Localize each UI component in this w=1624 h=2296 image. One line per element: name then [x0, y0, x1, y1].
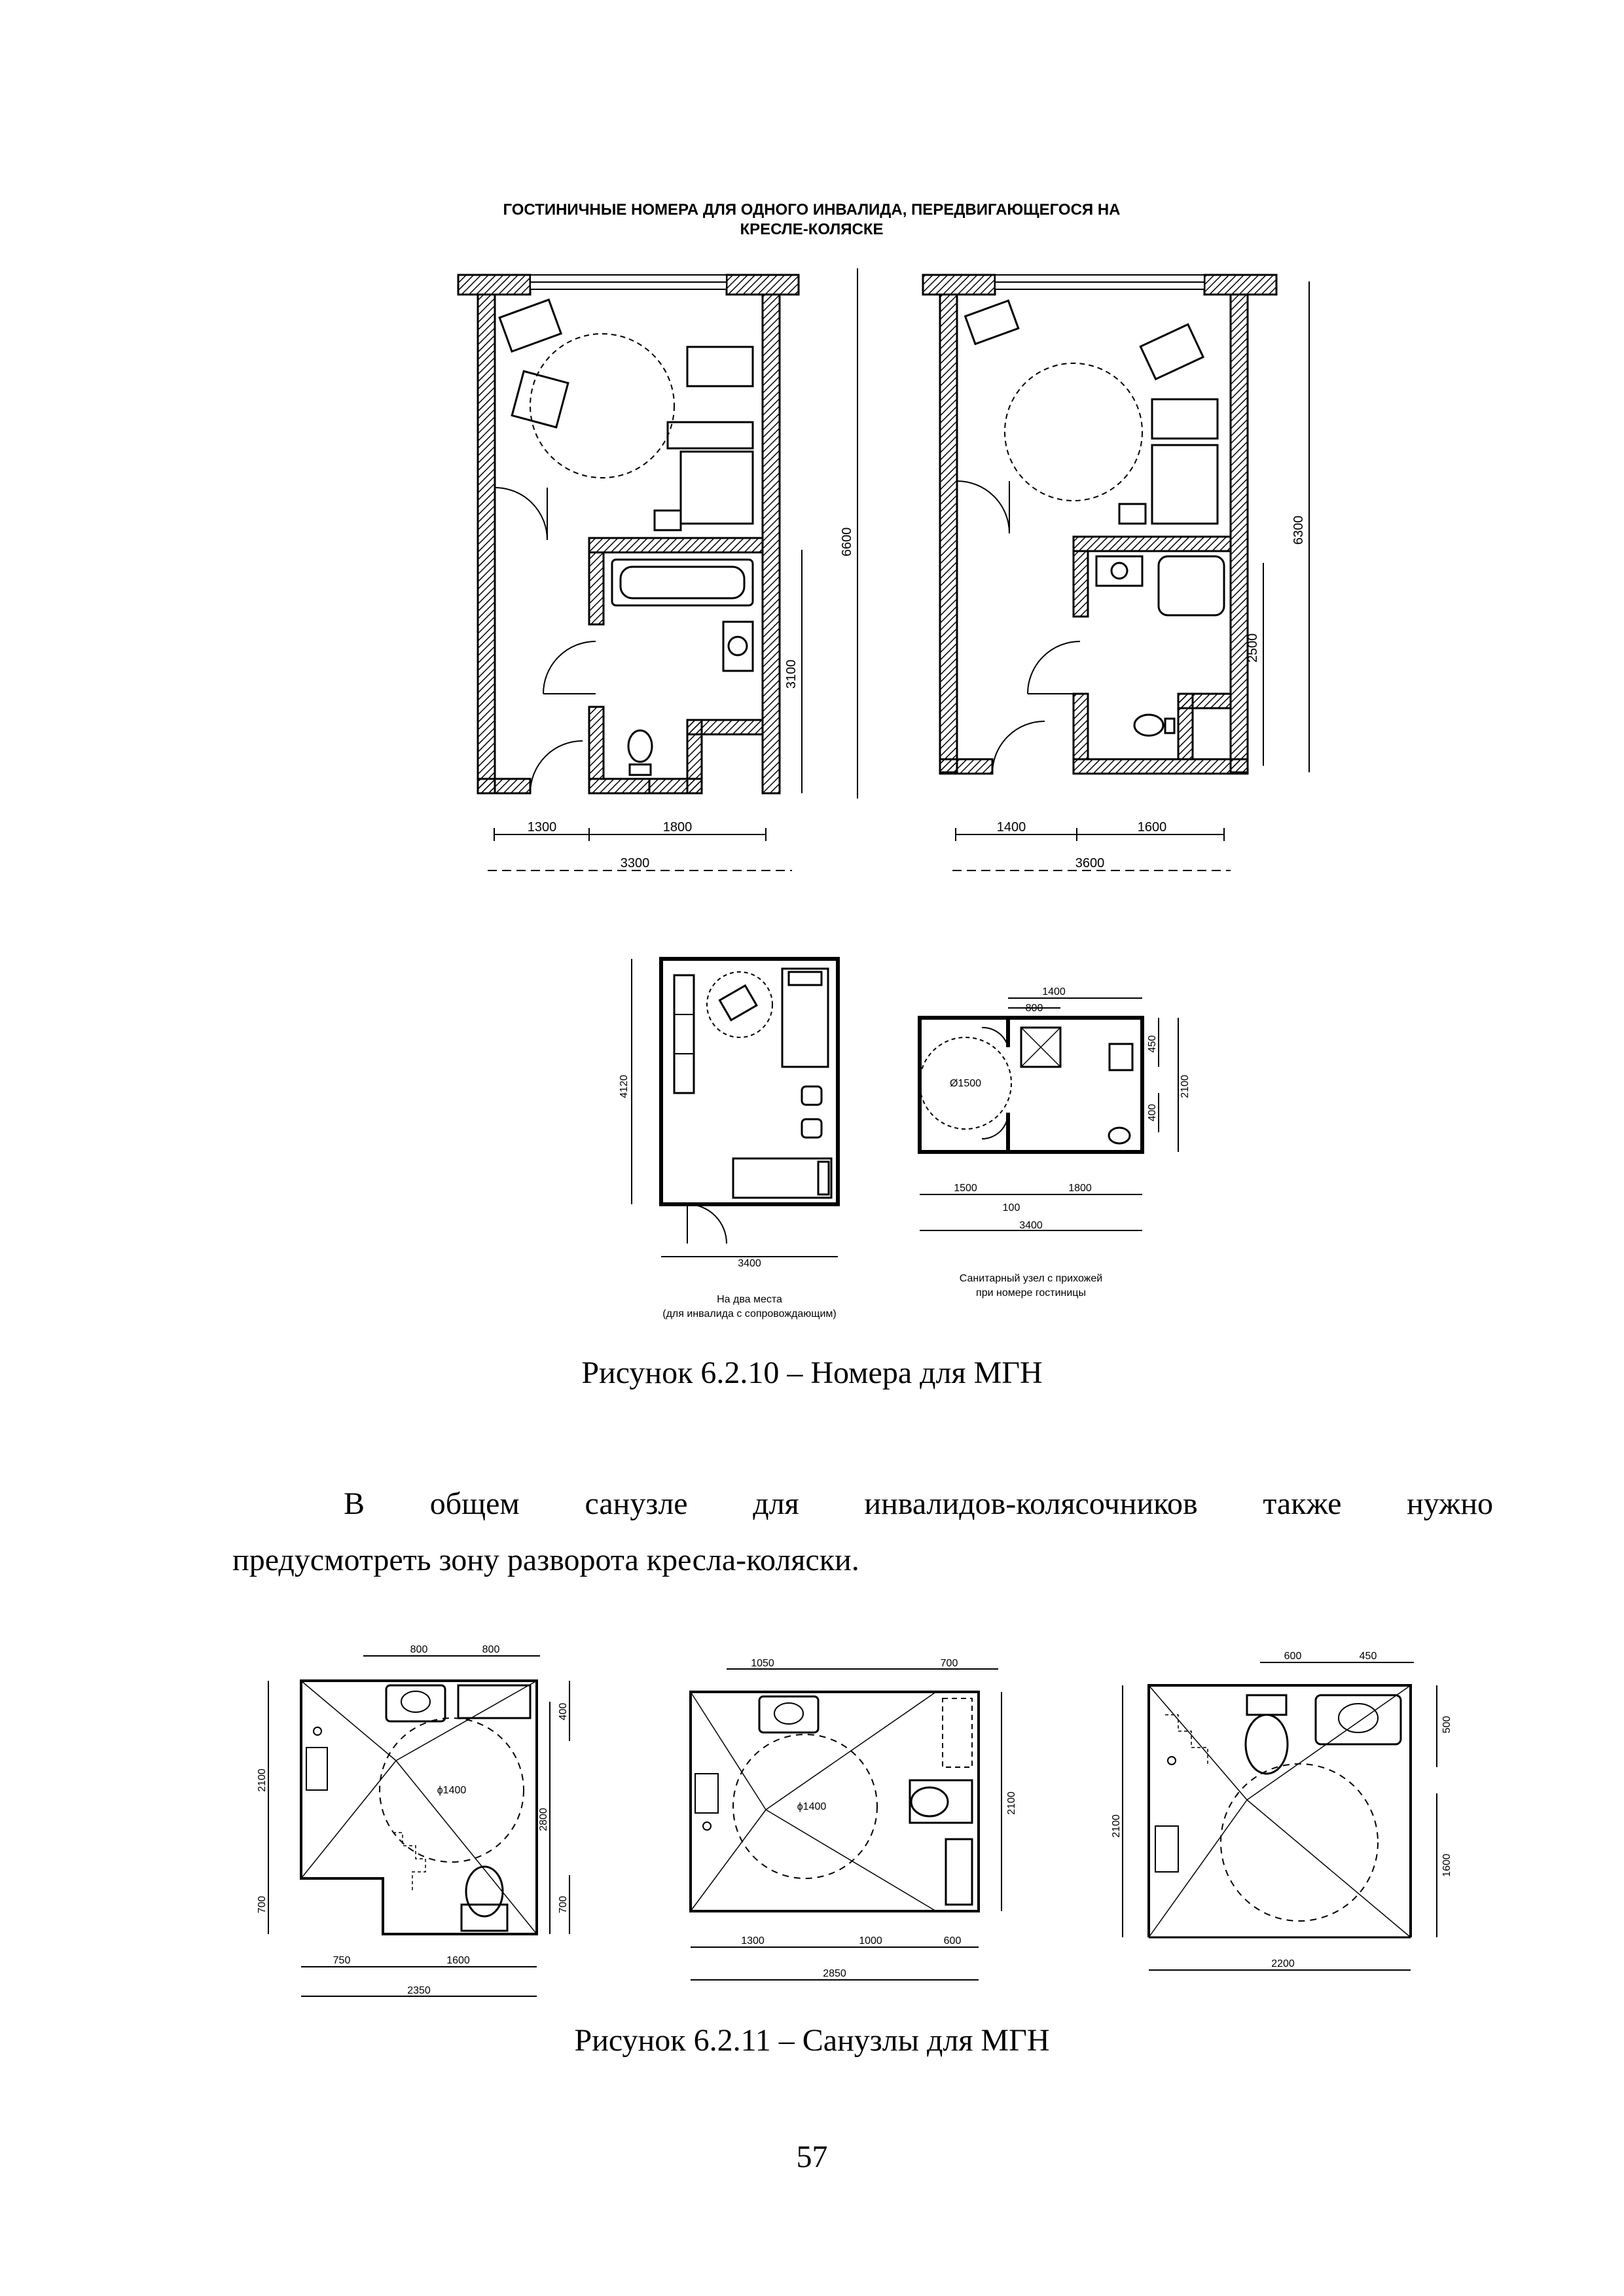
plan-a-dim-right: 1800: [663, 820, 693, 834]
restroom-a-b1: 750: [333, 1955, 351, 1966]
plan-a-dim-depth: 6600: [840, 528, 854, 557]
restroom-a-circle: ϕ1400: [437, 1785, 467, 1796]
restroom-b-b1: 1300: [741, 1935, 765, 1946]
restroom-c-top2: 450: [1360, 1651, 1377, 1662]
sanitary-lobby-plan: [918, 1016, 1144, 1154]
sanitary-lobby-caption-line1: Санитарный узел с прихожей: [960, 1273, 1102, 1284]
sanitary-lobby-dim-b2: 1800: [1068, 1183, 1092, 1194]
restroom-c-top1: 600: [1284, 1651, 1302, 1662]
sanitary-lobby-dim-b1: 1500: [954, 1183, 977, 1194]
sanitary-lobby-caption-line2: при номере гостиницы: [976, 1287, 1086, 1299]
restroom-a-top1: 800: [410, 1644, 428, 1655]
plan-b-dimension-lines: [952, 281, 1310, 871]
sanitary-lobby-dim-r2: 2100: [1180, 1075, 1191, 1098]
hotel-room-plan-b: [922, 274, 1278, 775]
restroom-b-top1: 1050: [751, 1658, 774, 1669]
double-room-caption-line2: (для инвалида с сопровождающим): [662, 1308, 836, 1319]
figure1-caption: Рисунок 6.2.10 – Номера для МГН: [581, 1355, 1043, 1390]
restroom-plan-b: [689, 1691, 980, 1912]
restroom-b-top2: 700: [941, 1658, 958, 1669]
restroom-plan-a: [300, 1679, 538, 1935]
plan-a-dim-sanitary: 3100: [784, 660, 799, 689]
restroom-c-r-bottom: 1600: [1441, 1854, 1453, 1877]
paragraph-line1: В общем санузле для инвалидов-колясочник…: [344, 1486, 1493, 1521]
plan-b-dim-left: 1400: [997, 820, 1026, 834]
plan-b-dim-sanitary: 2500: [1246, 634, 1260, 663]
restroom-a-r-top: 400: [558, 1703, 569, 1721]
restroom-plan-c-dimension-lines: [1122, 1662, 1437, 1971]
plan-a-dimension-lines: [488, 268, 858, 871]
sanitary-lobby-dim-r1: 450: [1147, 1035, 1158, 1053]
double-room-dim-width: 3400: [738, 1258, 761, 1269]
plan-a-dim-left: 1300: [528, 820, 557, 834]
restroom-a-l-height: 2100: [257, 1768, 268, 1792]
sanitary-lobby-dim-circle: Ø1500: [950, 1078, 981, 1089]
restroom-b-r-height: 2100: [1006, 1791, 1017, 1815]
restroom-plan-c: [1147, 1684, 1412, 1939]
restroom-c-r-top: 500: [1441, 1716, 1453, 1734]
sanitary-lobby-dim-r3: 400: [1147, 1104, 1158, 1122]
body-paragraph: В общем санузле для инвалидов-колясочник…: [232, 1476, 1493, 1588]
sanitary-lobby-dim-total: 3400: [1019, 1220, 1043, 1231]
restroom-b-b3: 600: [944, 1935, 962, 1946]
restroom-b-total: 2850: [823, 1968, 846, 1979]
restroom-plan-a-dimension-lines: [268, 1655, 570, 1997]
plan-a-dim-total: 3300: [621, 856, 650, 870]
paragraph-line2: предусмотреть зону разворота кресла-коля…: [232, 1543, 859, 1577]
restroom-b-b2: 1000: [859, 1935, 882, 1946]
figure1-header-line1: ГОСТИНИЧНЫЕ НОМЕРА ДЛЯ ОДНОГО ИНВАЛИДА, …: [503, 201, 1120, 219]
figure1-header-line2: КРЕСЛЕ-КОЛЯСКЕ: [740, 221, 883, 238]
restroom-c-l-height: 2100: [1111, 1814, 1122, 1838]
sanitary-lobby-dim-b3: 100: [1003, 1202, 1020, 1213]
restroom-a-l-bottom: 700: [257, 1896, 268, 1914]
sanitary-lobby-dim-top1: 1400: [1042, 986, 1066, 997]
restroom-a-top2: 800: [482, 1644, 500, 1655]
plan-b-dim-total: 3600: [1075, 856, 1105, 870]
restroom-a-r-bottom: 700: [558, 1896, 569, 1914]
restroom-plan-b-dimension-lines: [691, 1668, 1002, 1981]
sanitary-lobby-dim-top2: 800: [1026, 1003, 1043, 1014]
restroom-c-total: 2200: [1271, 1958, 1295, 1969]
double-room-plan: [659, 957, 840, 1244]
double-room-dim-height: 4120: [619, 1075, 630, 1098]
restroom-a-b2: 1600: [446, 1955, 470, 1966]
double-room-caption-line1: На два места: [717, 1294, 782, 1305]
restroom-a-total: 2350: [407, 1985, 431, 1996]
page-number: 57: [796, 2140, 828, 2174]
double-room-dimension-lines: [631, 959, 838, 1257]
sanitary-lobby-dimension-lines: [920, 997, 1179, 1231]
plan-b-dim-depth: 6300: [1291, 516, 1306, 545]
restroom-b-circle: ϕ1400: [797, 1801, 827, 1812]
figure2-caption: Рисунок 6.2.11 – Санузлы для МГН: [574, 2023, 1050, 2058]
restroom-a-r-height: 2800: [538, 1808, 549, 1831]
plan-b-dim-right: 1600: [1138, 820, 1167, 834]
hotel-room-plan-a: [457, 274, 800, 795]
